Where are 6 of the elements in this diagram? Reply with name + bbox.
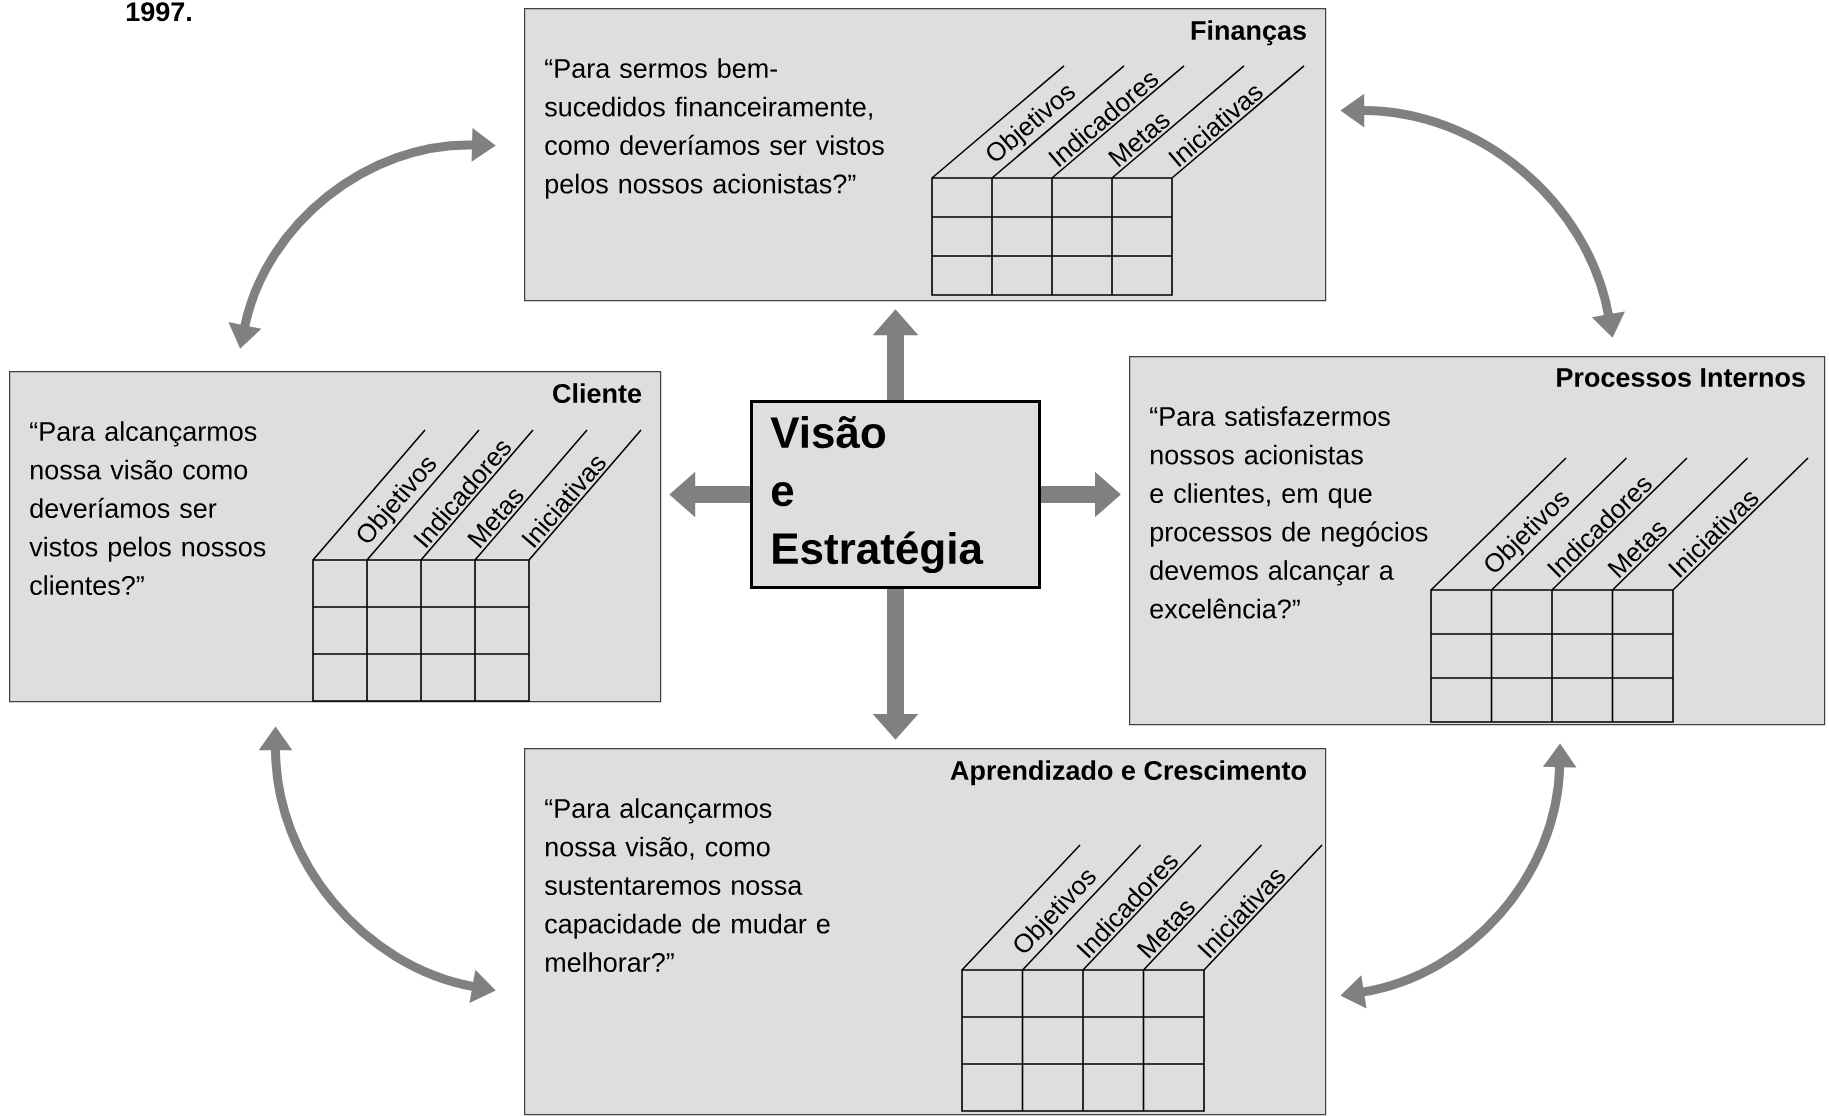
center-box: Visão e Estratégia [750, 400, 1041, 589]
note-text: 1997. [126, 2, 191, 22]
question-text: “Para sermos bem-sucedidos financeiramente, como deveríamos ser vistos pelos nossos acionistas?” [544, 58, 884, 199]
question-text: “Para alcançarmos nossa visão, como sustentaremos nossa capacidade de mudar e melhorar?” [544, 798, 830, 972]
question-text: “Para satisfazermos nossos acionistas e clientes, em que processos de negócios devemos alcançar a excelência?” [1150, 406, 1428, 619]
question-text: “Para alcançarmos nossa visão como deveríamos ser vistos pelos nossos clientes?” [29, 421, 266, 595]
